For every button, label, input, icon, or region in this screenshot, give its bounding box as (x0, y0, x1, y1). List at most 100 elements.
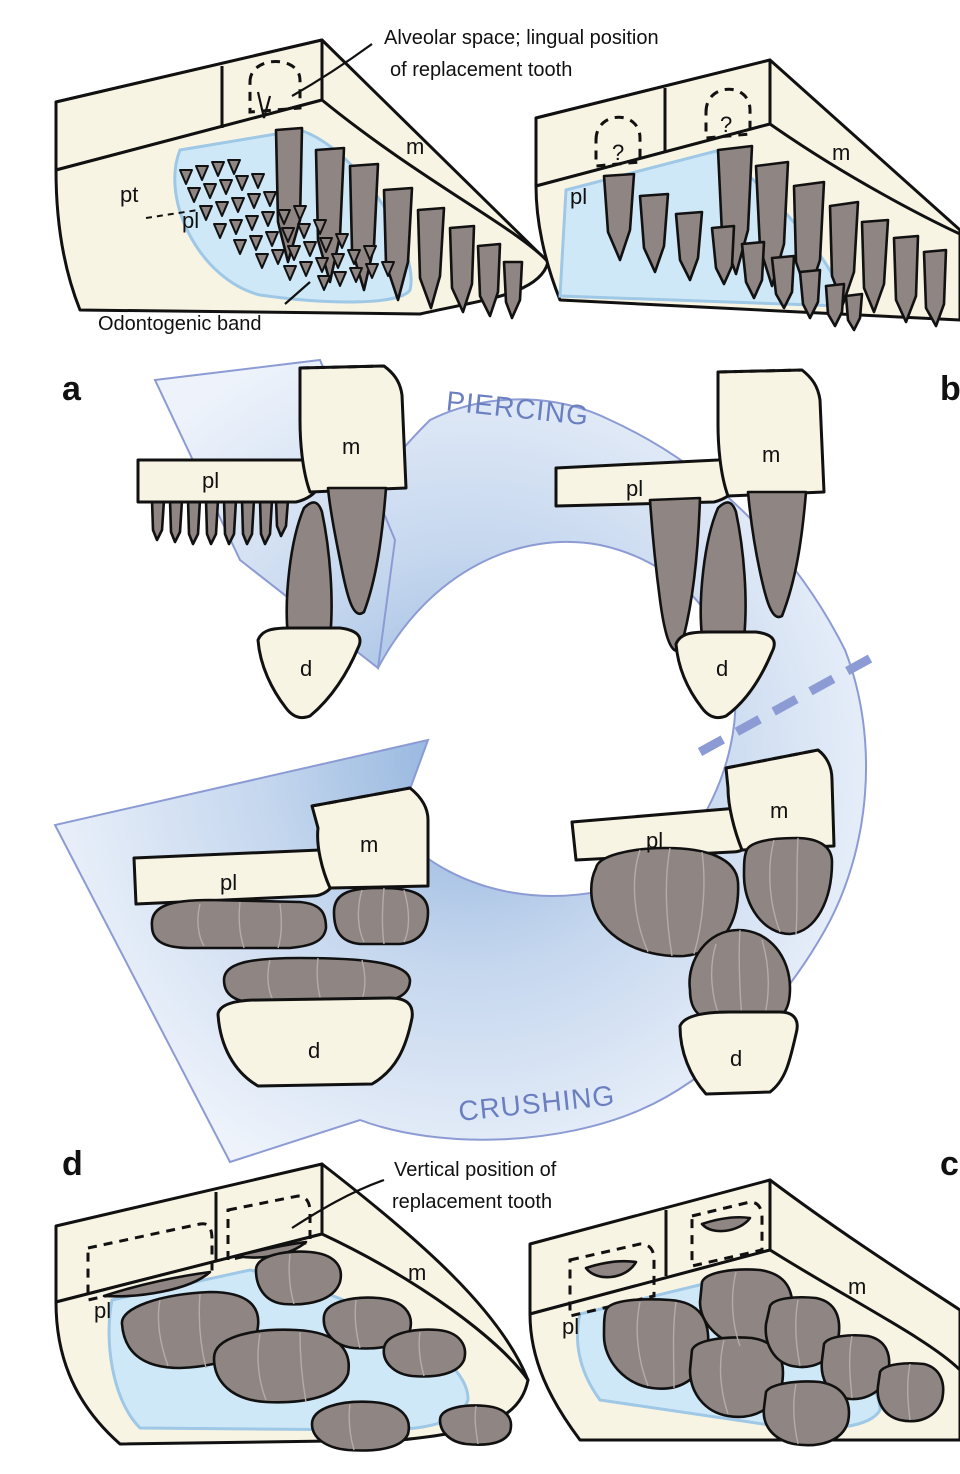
odontogenic-leader (284, 281, 311, 305)
palatal-tooth (648, 496, 702, 653)
cross-section-a: pl m d (136, 364, 408, 720)
dentary-bone (674, 630, 776, 720)
palatal-denticle (287, 245, 301, 261)
replacement-tooth-sliver-2 (234, 1240, 308, 1259)
panel-label-a: a (62, 370, 82, 408)
palatal-denticle (195, 165, 209, 181)
palatal-denticle (255, 253, 269, 269)
palatal-crushing-tooth (150, 898, 328, 950)
palatal-teeth-cluster (179, 159, 395, 291)
m-label-d: m (408, 1260, 426, 1285)
panel-label-d: d (62, 1145, 83, 1183)
replacement-tooth-sliver-1 (102, 1270, 212, 1298)
palatal-denticle (261, 211, 275, 227)
m-label-b: m (832, 140, 850, 165)
cross-section-b: pl m d (554, 368, 826, 720)
panel-label-c: c (940, 1145, 959, 1183)
palatal-denticle (199, 205, 213, 221)
palatal-denticle (315, 257, 329, 273)
d-label-cs-b: d (716, 656, 728, 681)
m-label-c: m (848, 1274, 866, 1299)
dentary-bone (256, 626, 362, 720)
palatine-bone (554, 458, 740, 508)
jaw-block-crushing-left: pl m Vertical position of replacement to… (54, 1159, 557, 1452)
palatal-denticle (233, 239, 247, 255)
maxilla-dashed-edge (299, 364, 385, 370)
palatal-denticle (303, 241, 317, 257)
alveolar-label-line1: Alveolar space; lingual position (384, 27, 659, 49)
palatal-denticle (235, 175, 249, 191)
vertical-replacement-outline-2 (690, 1200, 764, 1268)
m-label-cs-c: m (770, 798, 788, 823)
dentary-tooth (699, 501, 747, 640)
palatal-denticle (317, 275, 331, 291)
palatal-denticle (331, 253, 345, 269)
palatal-denticle (347, 249, 361, 265)
replacement-tooth-sliver-1 (584, 1259, 638, 1279)
maxilla-bone (716, 368, 826, 498)
maxillary-crushing-tooth (742, 836, 834, 936)
vertical-replacement-outline-2 (226, 1194, 312, 1262)
vertical-replacement-outline-1 (568, 1242, 656, 1318)
pl-label-cs-d: pl (220, 870, 237, 895)
palatal-denticle (363, 245, 377, 261)
palatal-denticle (247, 193, 261, 209)
jaw-top-surface (320, 1162, 530, 1382)
maxillary-crushing-tooth (332, 886, 430, 946)
palatal-denticle (245, 215, 259, 231)
dentary-bone (678, 1010, 799, 1096)
palatal-denticle (313, 219, 327, 235)
replacement-tooth-sliver-2 (700, 1215, 752, 1233)
molariform-teeth-c (602, 1268, 945, 1447)
m-label-cs-b: m (762, 442, 780, 467)
maxillary-tooth (746, 490, 808, 619)
pl-label-c: pl (562, 1314, 579, 1339)
palatal-denticle (263, 191, 277, 207)
jaw-block-piercing-left: pt pl m Alveolar space; lingual position… (54, 27, 659, 335)
question-mark-2: ? (720, 112, 732, 137)
palatal-denticle (293, 205, 307, 221)
m-label-cs-a: m (342, 434, 360, 459)
pt-label: pt (120, 182, 138, 207)
pl-label-cs-c: pl (646, 828, 663, 853)
palatal-denticle (227, 159, 241, 175)
palatal-denticle (249, 235, 263, 251)
pt-pl-suture (145, 209, 199, 219)
d-label-cs-d: d (308, 1038, 320, 1063)
palatal-denticle (271, 249, 285, 265)
alveolar-label-line2: of replacement tooth (390, 59, 572, 81)
jaw-block-piercing-right: ? ? pl m (534, 58, 960, 332)
replacement-tooth-tip (256, 91, 272, 119)
palatal-teeth-row-b (602, 172, 864, 332)
palatal-denticle (283, 265, 297, 281)
palatal-denticle (215, 201, 229, 217)
vertical-label-line1: Vertical position of (394, 1159, 557, 1181)
m-label-a: m (406, 134, 424, 159)
dentary-tooth (285, 501, 333, 640)
palatal-denticle (381, 261, 395, 277)
palatal-denticle (277, 209, 291, 225)
palatal-denticle (187, 187, 201, 203)
alveolar-leader (291, 43, 373, 97)
palatal-denticle (179, 169, 193, 185)
palatal-denticle (203, 183, 217, 199)
palatal-denticle (297, 223, 311, 239)
dentary-bone (216, 996, 414, 1088)
phase-divider (697, 648, 885, 756)
pl-label-cs-b: pl (626, 476, 643, 501)
palatal-denticle (349, 267, 363, 283)
pl-label-a: pl (182, 208, 199, 233)
vertical-leader (291, 1178, 385, 1229)
palatal-small-teeth (150, 498, 290, 546)
maxilla-bone (298, 364, 408, 494)
d-label-cs-a: d (300, 656, 312, 681)
maxilla-bone (310, 786, 430, 890)
palatal-denticle (365, 263, 379, 279)
palatal-denticle (211, 161, 225, 177)
palatal-denticle (229, 219, 243, 235)
palatal-denticle (319, 237, 333, 253)
maxillary-tooth (326, 486, 388, 615)
palatal-denticle (219, 179, 233, 195)
